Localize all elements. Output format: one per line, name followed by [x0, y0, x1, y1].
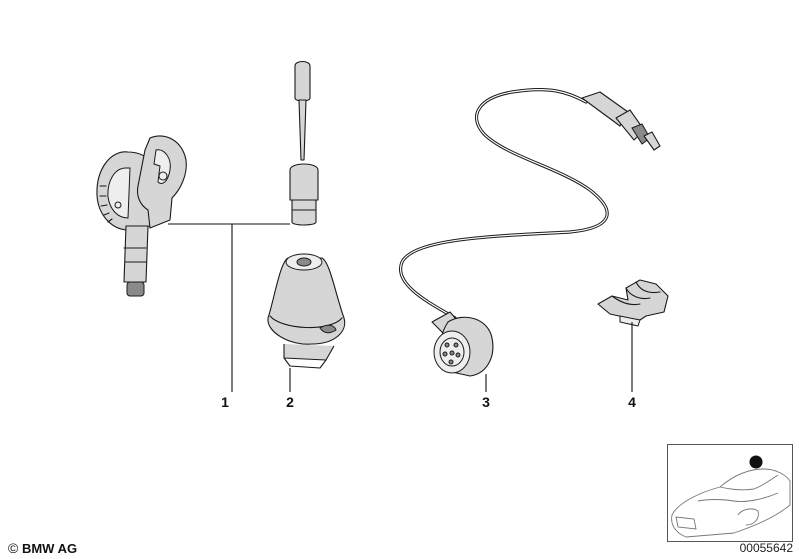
copyright-symbol: ©: [8, 540, 19, 556]
copyright-text: BMW AG: [21, 541, 78, 556]
leader-lines: [168, 223, 633, 392]
callout-3: 3: [482, 394, 490, 410]
antenna-wrench-icon: [96, 135, 187, 297]
copyright: © BMW AG: [8, 540, 77, 557]
document-number: 00055642: [739, 541, 793, 555]
antenna-cable-icon: [398, 88, 661, 377]
leader-1: [168, 223, 290, 392]
mounting-clip-icon: [597, 279, 669, 327]
antenna-base-icon: [267, 253, 346, 369]
car-location-icon: [671, 455, 791, 538]
callout-2: 2: [286, 394, 294, 410]
car-location-inset: [667, 444, 793, 542]
callout-4: 4: [628, 394, 636, 410]
location-dot: [749, 455, 763, 469]
callout-1: 1: [221, 394, 229, 410]
antenna-rod-icon: [289, 60, 319, 226]
